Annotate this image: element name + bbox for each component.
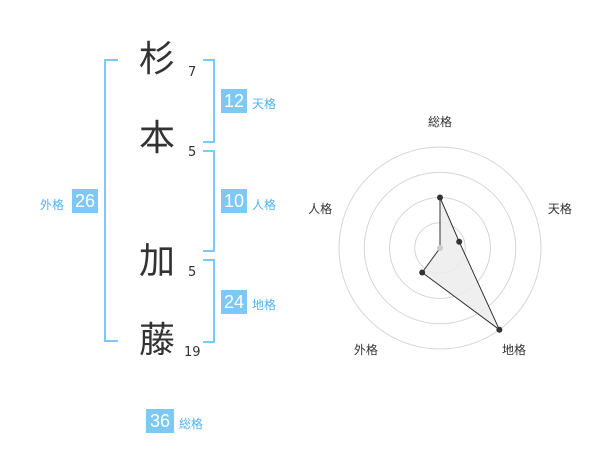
radar-axis-label-1: 天格: [548, 201, 572, 216]
jinkaku-bracket: [203, 150, 215, 252]
stroke-count-1: 7: [188, 65, 197, 80]
tenkaku-value-box: 12: [221, 89, 247, 113]
radar-center-dot: [437, 245, 443, 251]
soukaku-label: 総格: [179, 417, 204, 431]
soukaku-value-box: 36: [146, 409, 174, 433]
radar-ring: [338, 146, 542, 350]
name-char-1: 杉: [139, 39, 176, 80]
name-char-2: 本: [139, 118, 176, 159]
stroke-count-2: 5: [188, 145, 197, 160]
tenkaku-bracket: [203, 59, 215, 143]
name-char-3: 加: [139, 241, 176, 282]
gaikaku-label: 外格: [40, 198, 65, 212]
radar-axis-label-3: 外格: [354, 342, 378, 357]
radar-point-1: [456, 238, 463, 245]
jinkaku-value-box: 10: [221, 189, 247, 213]
name-char-4: 藤: [139, 320, 176, 361]
chikaku-label: 地格: [252, 298, 277, 312]
tenkaku-label: 天格: [252, 97, 277, 111]
chikaku-value-box: 24: [221, 290, 247, 314]
radar-point-2: [496, 326, 503, 333]
radar-axis-label-2: 地格: [502, 342, 526, 357]
stroke-count-3: 5: [188, 265, 197, 280]
radar-point-0: [437, 194, 443, 201]
radar-ring: [363, 171, 517, 325]
radar-axis-label-0: 総格: [428, 114, 452, 129]
stroke-count-4: 19: [184, 345, 201, 360]
radar-point-3: [419, 269, 426, 276]
gaikaku-value-box: 26: [72, 189, 98, 213]
jinkaku-label: 人格: [252, 198, 277, 212]
gaikaku-bracket: [104, 59, 118, 342]
radar-series-shape: [421, 197, 500, 331]
chikaku-bracket: [203, 259, 215, 343]
radar-axis-label-4: 人格: [308, 201, 332, 216]
